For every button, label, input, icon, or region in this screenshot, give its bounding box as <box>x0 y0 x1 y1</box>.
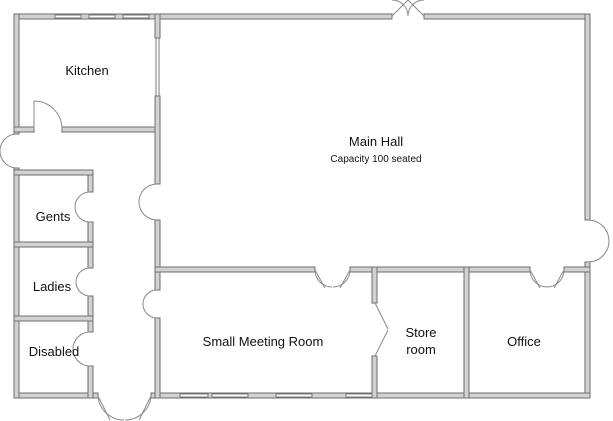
wall-kitchen-bottom-b <box>61 126 161 133</box>
wall-left-lower <box>13 167 20 399</box>
wall-hall-bottom-b <box>349 266 531 273</box>
window-bottom-2 <box>211 393 249 398</box>
wall-store-west-bottom <box>371 355 378 399</box>
wall-right-upper <box>584 13 591 221</box>
room-label-store-line1: Store <box>405 325 436 340</box>
room-label-ladies: Ladies <box>33 279 72 294</box>
window-kitchen-top-2 <box>88 14 116 19</box>
room-label-main-hall-capacity: Capacity 100 seated <box>330 154 421 165</box>
wall-gents-ladies <box>13 241 94 248</box>
window-bottom-3 <box>275 393 313 398</box>
room-label-kitchen: Kitchen <box>65 63 108 78</box>
wall-toilets-east-bottom <box>87 365 94 399</box>
door-hall-meeting <box>314 269 351 289</box>
window-kitchen-hall <box>155 37 160 97</box>
door-disabled <box>72 331 91 367</box>
room-label-store-line2: room <box>406 342 436 357</box>
room-label-main-hall: Main Hall <box>349 134 403 149</box>
window-kitchen-top-1 <box>54 14 82 19</box>
wall-store-office <box>463 266 470 399</box>
wall-bottom-left <box>13 392 99 399</box>
door-corridor-hall <box>138 183 158 221</box>
door-west-external <box>0 133 17 169</box>
wall-hall-west-top <box>154 13 161 39</box>
door-hall-office <box>529 269 565 289</box>
room-label-disabled: Disabled <box>29 344 80 359</box>
wall-ladies-disabled <box>13 315 94 322</box>
door-meeting-store <box>374 302 389 357</box>
wall-hall-west-mid <box>154 95 161 185</box>
door-kitchen <box>33 100 63 130</box>
wall-right-lower <box>584 261 591 399</box>
wall-store-west-top <box>371 266 378 304</box>
wall-hall-west-bottom <box>154 317 161 399</box>
wall-toilets-east-mid2 <box>87 295 94 333</box>
wall-top-hall-right <box>423 13 591 20</box>
wall-kitchen-bottom-a <box>13 126 35 133</box>
door-gents <box>74 191 91 223</box>
window-bottom-4 <box>345 393 373 398</box>
wall-hall-bottom-a <box>154 266 316 273</box>
door-corridor-meeting <box>142 289 158 319</box>
window-bottom-1 <box>179 393 209 398</box>
door-ladies <box>75 267 91 297</box>
wall-toilets-top <box>13 169 94 176</box>
room-label-office: Office <box>507 334 541 349</box>
room-label-small-meeting-room: Small Meeting Room <box>203 334 324 349</box>
door-south-external <box>97 395 152 421</box>
door-hall-top <box>391 0 425 17</box>
wall-hall-west-low <box>154 219 161 291</box>
room-label-gents: Gents <box>36 209 71 224</box>
wall-top-hall-left <box>155 13 393 20</box>
wall-hall-bottom-c <box>563 266 591 273</box>
room-labels: Kitchen Main Hall Capacity 100 seated Ge… <box>29 63 541 359</box>
door-hall-east <box>587 219 610 263</box>
wall-left-upper <box>13 13 20 135</box>
window-kitchen-top-3 <box>122 14 150 19</box>
windows <box>54 14 373 398</box>
